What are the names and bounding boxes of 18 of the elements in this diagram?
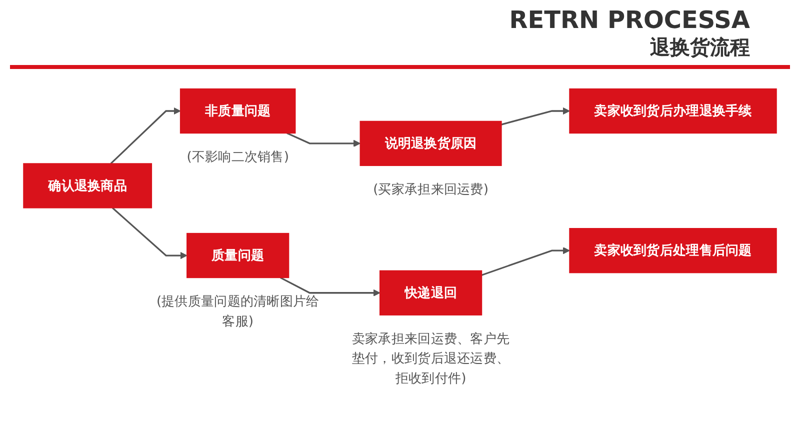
- node-box: 说明退换货原因: [360, 120, 502, 166]
- node-box: 质量问题: [186, 232, 290, 278]
- node-label: (不影响二次销售): [186, 148, 289, 164]
- title: RETRN PROCESSA: [509, 6, 750, 34]
- node-label: (买家承担来回运费): [373, 180, 488, 196]
- arrow: [501, 106, 570, 125]
- arrow: [112, 206, 188, 259]
- node-box: 卖家收到货后处理售后问题: [569, 228, 777, 273]
- arrow: [286, 132, 360, 147]
- arrow: [280, 276, 380, 296]
- node-box: 卖家收到货后办理退换手续: [569, 88, 777, 134]
- node-label: (提供质量问题的清晰图片给客服): [156, 292, 320, 328]
- node-box: 确认退换商品: [23, 162, 152, 208]
- arrow: [110, 106, 181, 164]
- arrow: [481, 246, 570, 276]
- node-box: 非质量问题: [180, 88, 296, 134]
- node-label: 卖家承担来回运费、客户先垫付，收到货后退还运费、拒收到付件): [352, 330, 510, 386]
- subtitle: 退换货流程: [649, 34, 750, 61]
